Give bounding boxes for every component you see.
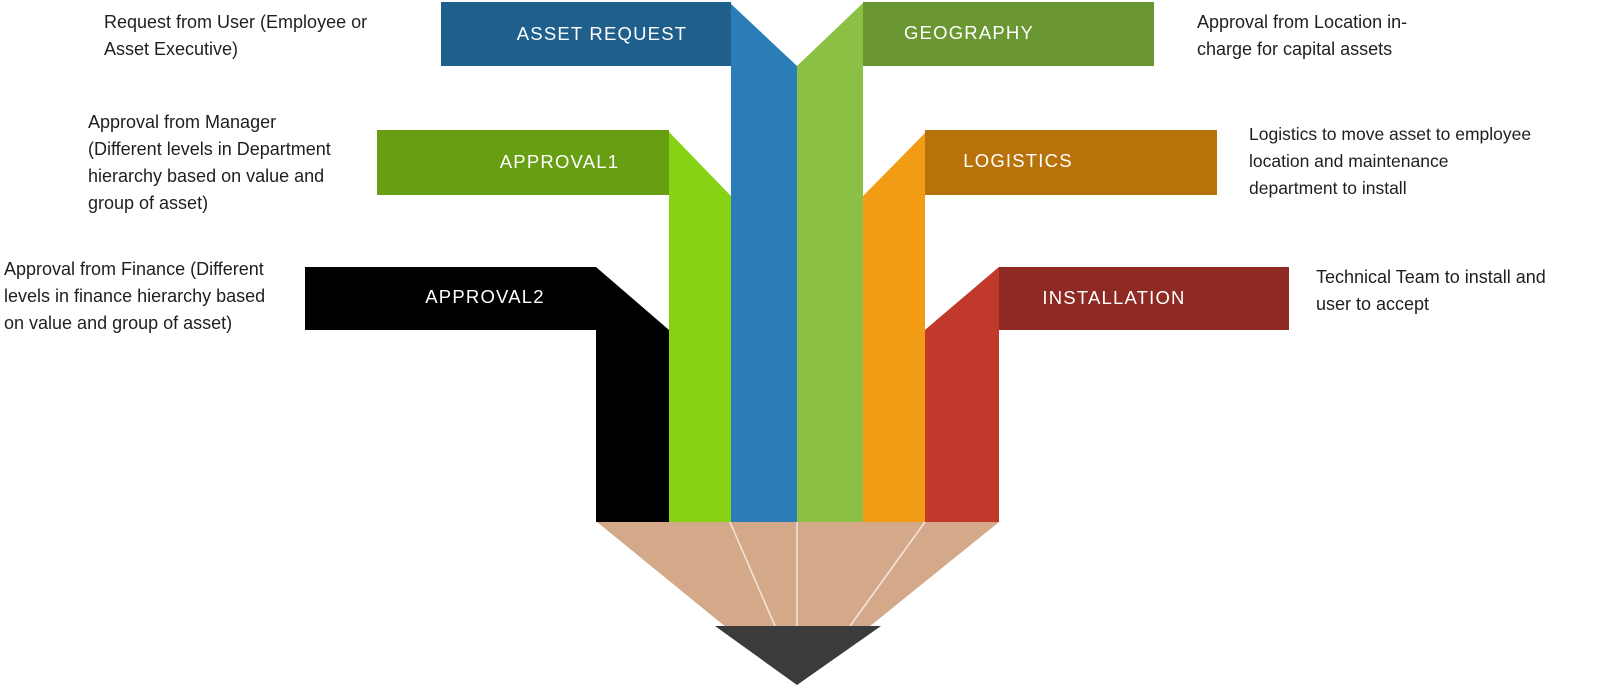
pencil-seam-line	[729, 521, 776, 627]
approval1-banner	[377, 130, 669, 195]
description-line: Logistics to move asset to employee	[1249, 124, 1532, 144]
description-line: Approval from Finance (Different	[4, 259, 264, 279]
approval2-banner	[305, 267, 669, 330]
geography-banner	[863, 2, 1154, 66]
pencil-wood-tip	[597, 522, 999, 685]
geography-description: Approval from Location in- charge for ca…	[1197, 9, 1407, 63]
description-line: levels in finance hierarchy based	[4, 286, 266, 306]
geography-label: GEOGRAPHY	[903, 22, 1035, 43]
description-line: on value and group of asset)	[4, 313, 233, 333]
approval2-strip	[596, 330, 669, 522]
pencil-lead-tip	[715, 626, 881, 685]
description-line: Approval from Location in-	[1197, 12, 1408, 32]
logistics-label: LOGISTICS	[963, 150, 1073, 171]
description-line: hierarchy based on value and	[88, 166, 325, 186]
asset-request-strip	[731, 4, 797, 522]
description-line: location and maintenance	[1249, 151, 1449, 171]
asset-request-description: Request from User (Employee or Asset Exe…	[104, 9, 367, 63]
description-line: (Different levels in Department	[88, 139, 331, 159]
pencil-seam-line	[849, 521, 926, 627]
description-line: department to install	[1249, 178, 1407, 198]
installation-strip	[925, 267, 999, 522]
logistics-description: Logistics to move asset to employee loca…	[1249, 121, 1531, 202]
description-line: Request from User (Employee or	[104, 12, 368, 32]
approval2-description: Approval from Finance (Different levels …	[4, 256, 265, 337]
description-line: user to accept	[1316, 294, 1430, 314]
description-line: group of asset)	[88, 193, 209, 213]
installation-description: Technical Team to install and user to ac…	[1316, 264, 1546, 318]
approval1-label: APPROVAL1	[499, 151, 620, 172]
asset-request-banner	[441, 2, 731, 66]
logistics-strip	[863, 133, 925, 522]
logistics-banner	[925, 130, 1217, 195]
geography-strip	[797, 3, 863, 522]
installation-label: INSTALLATION	[1042, 287, 1186, 308]
asset-request-label: ASSET REQUEST	[516, 23, 688, 44]
approval2-label: APPROVAL2	[425, 286, 545, 307]
description-line: Asset Executive)	[104, 39, 239, 59]
description-line: Technical Team to install and	[1316, 267, 1546, 287]
description-line: Approval from Manager	[88, 112, 277, 132]
installation-banner	[925, 267, 1289, 330]
approval1-strip	[669, 132, 731, 522]
description-line: charge for capital assets	[1197, 39, 1393, 59]
approval1-description: Approval from Manager (Different levels …	[88, 109, 331, 217]
